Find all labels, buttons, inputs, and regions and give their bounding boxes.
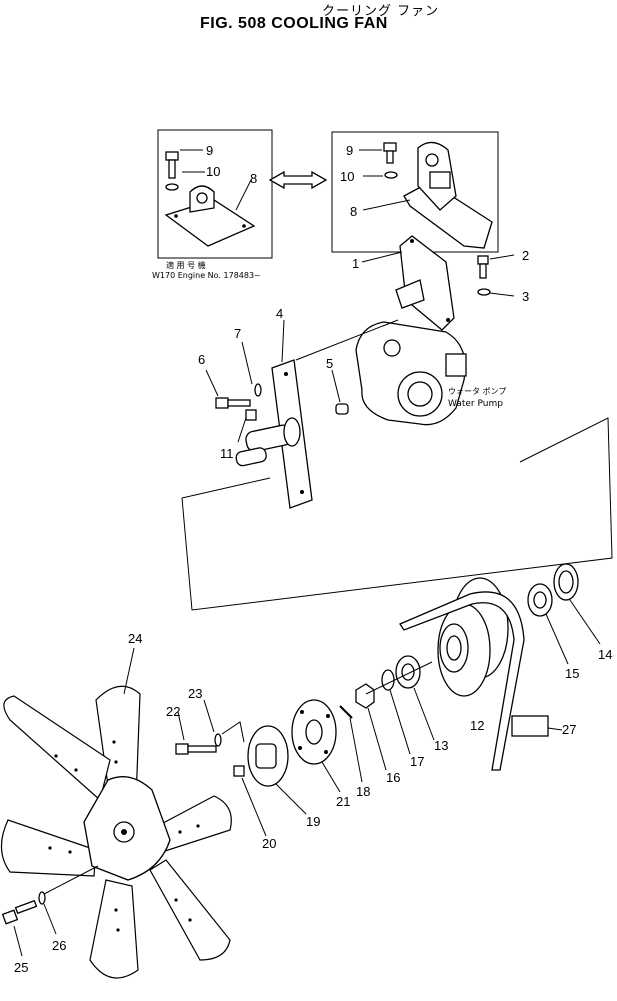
nut-16 bbox=[355, 683, 375, 709]
label-17: 17 bbox=[410, 754, 424, 769]
label-21: 21 bbox=[336, 794, 350, 809]
label-20: 20 bbox=[262, 836, 276, 851]
water-pump-jp: ウォータ ポンプ bbox=[448, 387, 506, 396]
inset-en-note: W170 Engine No. 178483~ bbox=[152, 271, 261, 280]
bracket-box bbox=[331, 131, 499, 253]
label-1: 1 bbox=[352, 256, 359, 271]
inset-box bbox=[157, 129, 273, 259]
bolt-25 bbox=[1, 899, 38, 925]
label-10-inset: 10 bbox=[206, 164, 220, 179]
label-6: 6 bbox=[198, 352, 205, 367]
fan-bolt-holes bbox=[48, 740, 200, 932]
inset-bolt-9 bbox=[165, 151, 179, 179]
label-8-inset: 8 bbox=[250, 171, 257, 186]
spacer-plate-21 bbox=[291, 699, 337, 765]
plug-5 bbox=[335, 403, 349, 415]
bolt-9 bbox=[383, 142, 397, 164]
bolt-22 bbox=[175, 743, 217, 755]
bolt-6 bbox=[215, 397, 251, 409]
bearing-13 bbox=[395, 655, 421, 689]
washer-7 bbox=[254, 383, 262, 397]
oil-seal-14 bbox=[553, 563, 579, 601]
label-15: 15 bbox=[565, 666, 579, 681]
label-9: 9 bbox=[346, 143, 353, 158]
label-24: 24 bbox=[128, 631, 142, 646]
label-16: 16 bbox=[386, 770, 400, 785]
spacer-17 bbox=[381, 669, 395, 691]
inset-bracket-8 bbox=[164, 185, 256, 247]
label-11: 11 bbox=[220, 446, 234, 461]
double-arrow bbox=[268, 170, 328, 190]
belt-27 bbox=[399, 591, 549, 771]
key-18 bbox=[339, 705, 353, 719]
grease-nipple-11 bbox=[245, 409, 257, 421]
bracket-8 bbox=[403, 141, 493, 249]
fan-hub-19 bbox=[247, 725, 289, 787]
cooling-fan-24 bbox=[0, 685, 232, 979]
label-26: 26 bbox=[52, 938, 66, 953]
washer-3 bbox=[477, 288, 491, 296]
label-2: 2 bbox=[522, 248, 529, 263]
label-27: 27 bbox=[562, 722, 576, 737]
label-19: 19 bbox=[306, 814, 320, 829]
label-5: 5 bbox=[326, 356, 333, 371]
label-25: 25 bbox=[14, 960, 28, 975]
mounting-bracket-1 bbox=[361, 235, 455, 331]
label-12: 12 bbox=[470, 718, 484, 733]
washer-10 bbox=[384, 171, 398, 179]
label-7: 7 bbox=[234, 326, 241, 341]
label-14: 14 bbox=[598, 647, 612, 662]
grease-fitting-20 bbox=[233, 765, 245, 777]
label-9-inset: 9 bbox=[206, 143, 213, 158]
label-8: 8 bbox=[350, 204, 357, 219]
label-18: 18 bbox=[356, 784, 370, 799]
label-13: 13 bbox=[434, 738, 448, 753]
washer-23 bbox=[214, 733, 222, 747]
label-23: 23 bbox=[188, 686, 202, 701]
inset-jp-note: 適 用 号 機 bbox=[166, 260, 206, 270]
water-pump-en: Water Pump bbox=[448, 399, 503, 409]
bearing-15 bbox=[527, 583, 553, 617]
label-10: 10 bbox=[340, 169, 354, 184]
bolt-2 bbox=[477, 255, 489, 279]
inset-washer-10 bbox=[165, 183, 179, 191]
water-pump bbox=[355, 321, 467, 426]
label-22: 22 bbox=[166, 704, 180, 719]
title-japanese: クーリング ファン bbox=[322, 4, 440, 19]
label-3: 3 bbox=[522, 289, 529, 304]
label-4: 4 bbox=[276, 306, 283, 321]
washer-26 bbox=[38, 891, 46, 905]
fan-bracket-plate-4 bbox=[235, 359, 313, 509]
figure-title: FIG. 508 COOLING FAN bbox=[200, 15, 388, 32]
